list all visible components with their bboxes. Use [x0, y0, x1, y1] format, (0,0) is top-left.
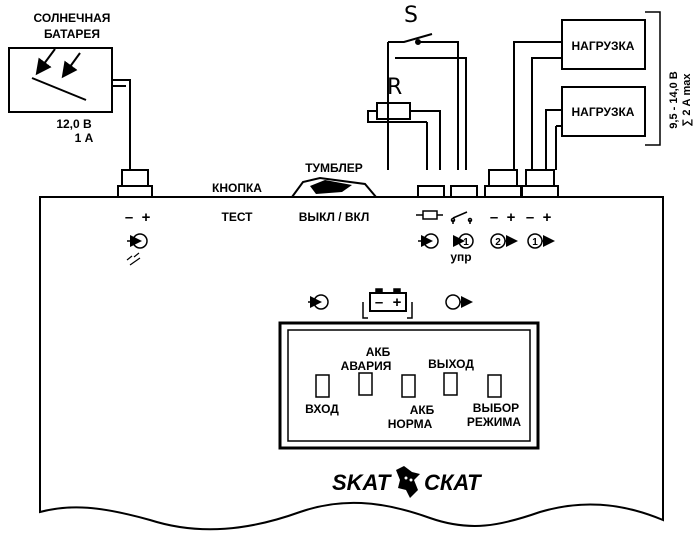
indicator-panel-inner	[287, 329, 531, 442]
test-label: ТЕСТ	[221, 210, 253, 224]
load-2-plus-sign: +	[507, 209, 516, 226]
load-2-terminal[interactable]	[484, 169, 522, 198]
battery-plus-sign: +	[393, 294, 402, 311]
load-1-plus-sign: +	[543, 209, 552, 226]
solar-wires	[112, 79, 131, 170]
solar-panel-title-line1: СОЛНЕЧНАЯ	[34, 11, 111, 25]
battery-normal-label-line2: НОРМА	[388, 417, 433, 431]
solar-input-icon	[127, 233, 148, 249]
battery-normal-led	[401, 374, 416, 398]
stingray-logo-icon	[396, 466, 420, 498]
output-1-icon: 1	[527, 233, 555, 249]
battery-icon	[362, 288, 413, 319]
input-led	[315, 374, 330, 398]
toggle-label: ТУМБЛЕР	[305, 161, 363, 175]
input-arrow-icon	[308, 294, 329, 310]
switch-s-symbol	[387, 33, 467, 170]
resistor-input-icon	[418, 233, 439, 249]
mode-select-label-line1: ВЫБОР	[473, 401, 519, 415]
resistor-icon	[416, 210, 443, 220]
switch-icon	[450, 211, 473, 224]
svg-text:1: 1	[532, 237, 538, 248]
svg-text:2: 2	[495, 237, 501, 248]
load-1-label: НАГРУЗКА	[572, 39, 635, 53]
load-wires	[513, 41, 562, 170]
mode-select-button[interactable]	[487, 374, 502, 398]
battery-fault-label-line1: АКБ	[366, 345, 391, 359]
loads-max-current: ∑ 2 А max	[681, 73, 693, 127]
mode-select-label-line2: РЕЖИМА	[467, 415, 521, 429]
switch-terminal[interactable]	[450, 185, 478, 198]
resistor-r-symbol	[367, 102, 441, 170]
load-1-minus-sign: –	[526, 209, 534, 226]
solar-plus-sign: +	[142, 209, 151, 226]
control-label: упр	[450, 250, 471, 264]
device-body	[39, 196, 664, 531]
solar-panel	[8, 47, 113, 113]
svg-text:1: 1	[463, 237, 469, 248]
indicator-panel-outer	[278, 321, 540, 450]
switch-s-label: S	[404, 3, 418, 28]
sun-light-icon	[126, 252, 141, 266]
battery-normal-label-line1: АКБ	[410, 403, 435, 417]
load-1-terminal[interactable]	[521, 169, 559, 198]
loads-bracket	[645, 11, 661, 146]
load-2-label: НАГРУЗКА	[572, 105, 635, 119]
battery-fault-led	[358, 372, 373, 396]
solar-panel-voltage: 12,0 В	[56, 117, 92, 131]
input-led-label: ВХОД	[305, 402, 339, 416]
solar-minus-sign: –	[125, 209, 133, 226]
battery-fault-label-line2: АВАРИЯ	[341, 359, 392, 373]
control-input-icon: 1	[453, 233, 474, 249]
battery-minus-sign: –	[375, 294, 383, 311]
output-led-label: ВЫХОД	[428, 357, 474, 371]
output-arrow-icon	[445, 294, 473, 310]
button-label: КНОПКА	[212, 181, 262, 195]
loads-voltage-range: 9,5 - 14,0 В	[668, 71, 680, 129]
solar-panel-title-line2: БАТАРЕЯ	[44, 27, 100, 41]
resistor-r-label: R	[387, 75, 402, 100]
load-2-minus-sign: –	[490, 209, 498, 226]
solar-panel-current: 1 А	[75, 131, 94, 145]
brand-latin: SKAT	[332, 470, 392, 495]
toggle-switch[interactable]	[290, 176, 379, 198]
output-2-icon: 2	[490, 233, 518, 249]
off-on-label: ВЫКЛ / ВКЛ	[299, 210, 370, 224]
load-1-box	[561, 19, 646, 70]
output-led	[443, 372, 458, 396]
load-2-box	[561, 86, 646, 137]
resistor-terminal[interactable]	[417, 185, 445, 198]
solar-terminal[interactable]	[117, 169, 153, 198]
brand-cyrillic: СКАТ	[424, 470, 482, 495]
